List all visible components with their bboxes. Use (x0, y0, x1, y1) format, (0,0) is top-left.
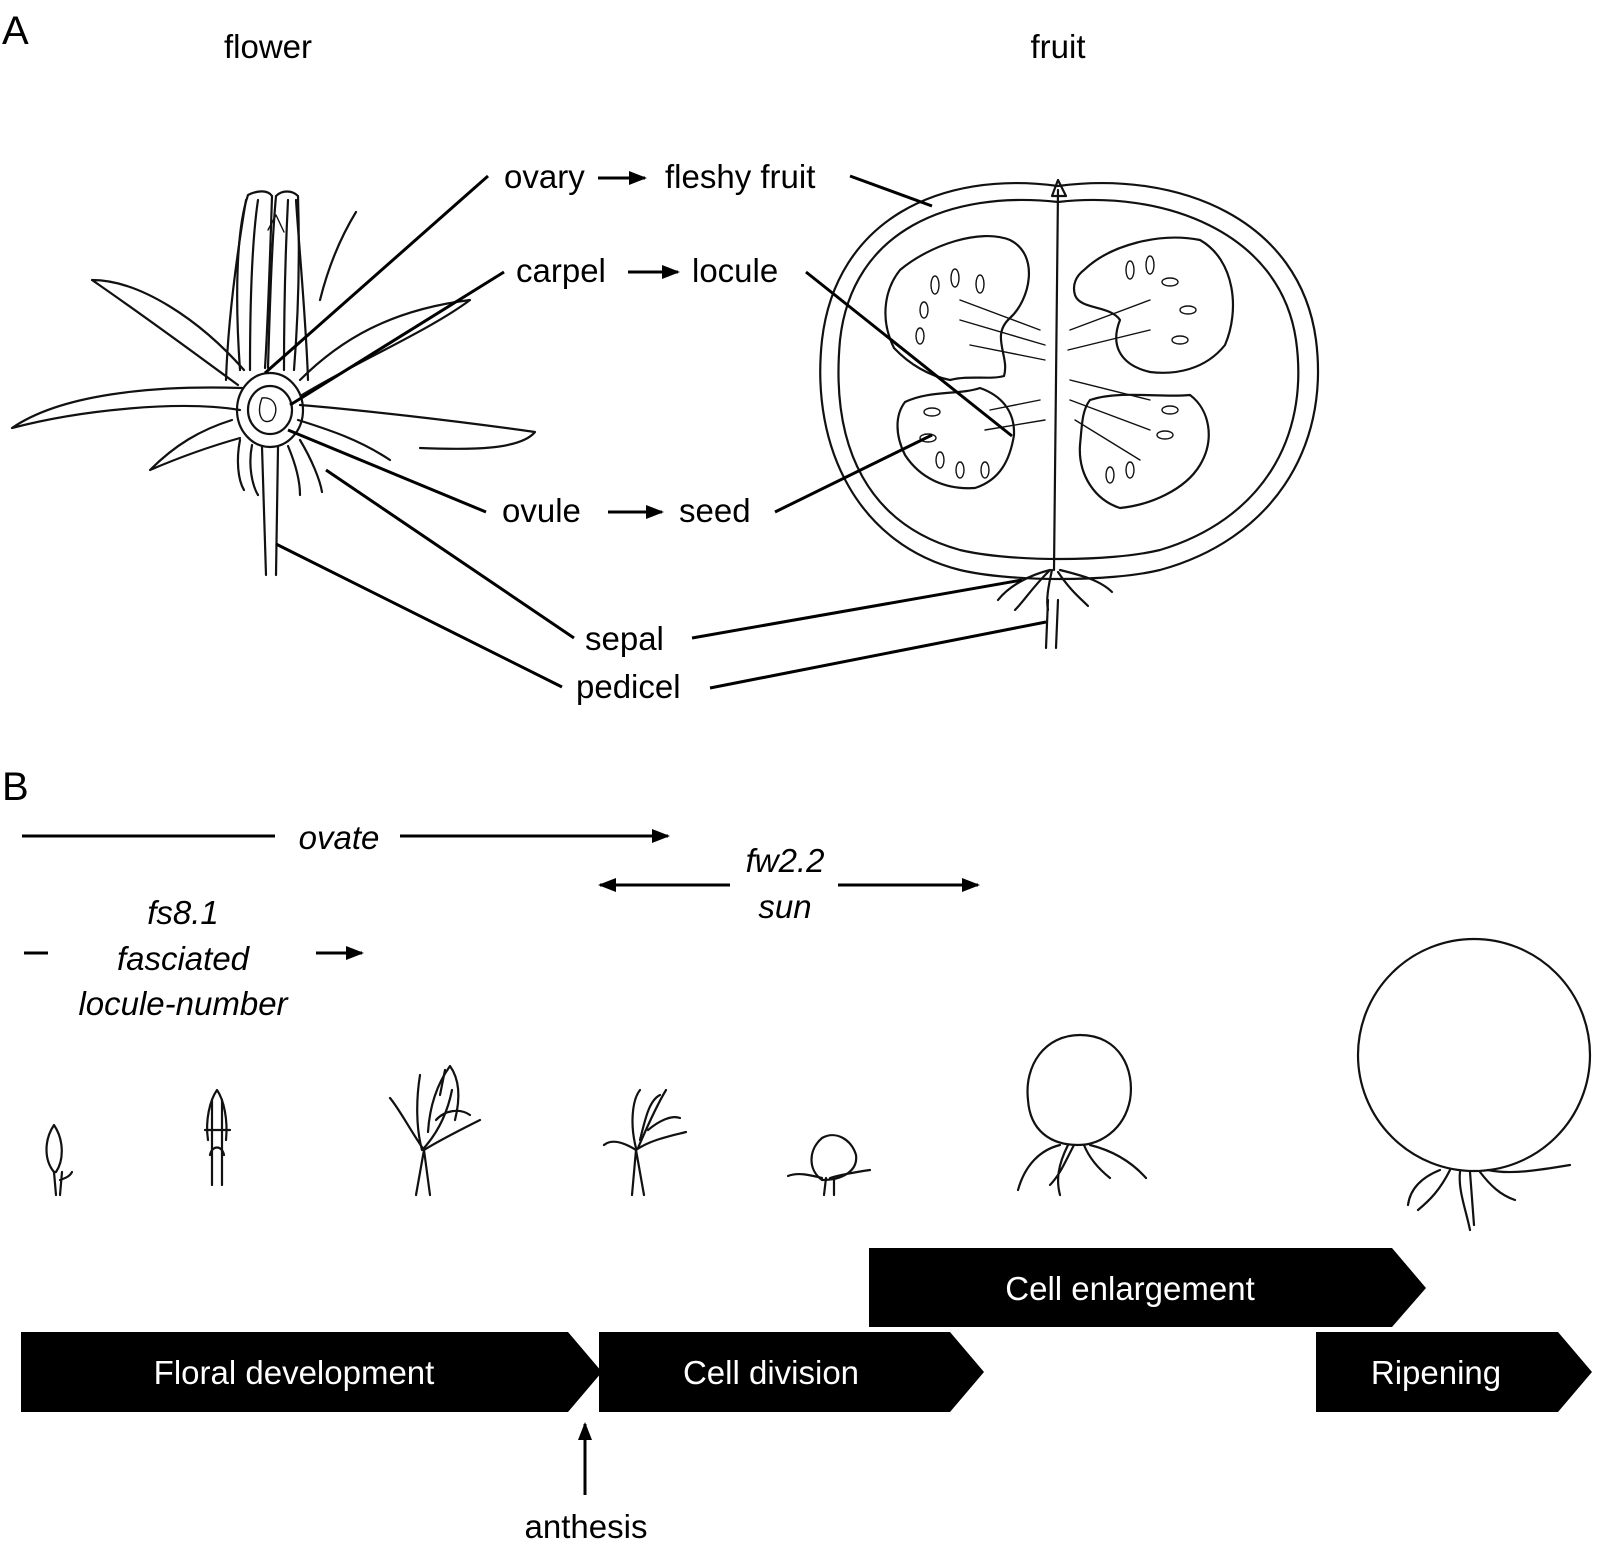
label-ovary: ovary (504, 158, 585, 195)
label-locule: locule (692, 252, 778, 289)
panel-a-letter: A (2, 9, 29, 53)
gene-fs81-label: fs8.1 (147, 894, 219, 931)
stage-ripening-shape (1316, 1332, 1592, 1412)
stage-floral-development: Floral development (21, 1332, 602, 1412)
leader-sepal-fruit (691, 578, 1023, 640)
stage-ripening-label: Ripening (1371, 1354, 1501, 1391)
flower-illustration (10, 190, 537, 577)
stage-ripening: Ripening (1316, 1332, 1592, 1412)
sketch-anthesis-flower (602, 1088, 688, 1197)
anthesis-label: anthesis (525, 1508, 648, 1541)
sketch-young-fruit (1016, 1033, 1148, 1197)
sketch-mature-fruit (1356, 937, 1592, 1232)
label-ovule: ovule (502, 492, 581, 529)
panel-b-letter: B (2, 765, 29, 809)
stage-cell-enlargement: Cell enlargement (869, 1248, 1426, 1327)
leader-locule (805, 270, 1013, 438)
label-seed: seed (679, 492, 751, 529)
fruit-title: fruit (1030, 28, 1085, 65)
gene-fs81-range: fs8.1 fasciated locule-number (24, 894, 364, 1022)
stage-cell-enlargement-shape (869, 1248, 1426, 1327)
leader-ovary (264, 174, 489, 375)
gene-sun-label: sun (758, 888, 811, 925)
leader-ovule (287, 428, 487, 514)
fruit-illustration (819, 178, 1320, 650)
gene-ovate-label: ovate (299, 819, 380, 856)
sketch-bud-elongated (203, 1088, 232, 1187)
gene-fw22-label: fw2.2 (746, 842, 825, 879)
leader-sepal-flower (325, 468, 575, 640)
flower-title: flower (224, 28, 312, 65)
leader-carpel (289, 270, 505, 407)
leader-pedicel-fruit (709, 620, 1047, 690)
label-pedicel: pedicel (576, 668, 681, 705)
stage-floral-development-shape (21, 1332, 602, 1412)
fruit-seeds (915, 255, 1197, 484)
sketch-bud-small (45, 1123, 74, 1197)
sketch-flower-opening (388, 1064, 482, 1197)
label-sepal: sepal (585, 620, 664, 657)
stage-cell-division-label: Cell division (683, 1354, 859, 1391)
label-carpel: carpel (516, 252, 606, 289)
panel-a-labels: ovary fleshy fruit carpel locule ovule s… (264, 158, 1047, 705)
stage-floral-development-label: Floral development (154, 1354, 435, 1391)
gene-locule-number-label: locule-number (78, 985, 289, 1022)
sketch-fruit-set (786, 1134, 872, 1197)
stage-cell-division: Cell division (599, 1332, 984, 1412)
stage-cell-division-shape (599, 1332, 984, 1412)
leader-fleshy-fruit (849, 174, 933, 208)
anthesis-marker: anthesis (525, 1422, 648, 1541)
leader-pedicel-flower (275, 542, 563, 689)
gene-fasciated-label: fasciated (117, 940, 251, 977)
stage-cell-enlargement-label: Cell enlargement (1005, 1270, 1254, 1307)
leader-seed (774, 433, 933, 514)
label-fleshy-fruit: fleshy fruit (665, 158, 815, 195)
gene-fw22-sun-range: fw2.2 sun (598, 842, 980, 925)
gene-ovate-range: ovate (22, 819, 670, 856)
development-sketches (45, 937, 1592, 1232)
